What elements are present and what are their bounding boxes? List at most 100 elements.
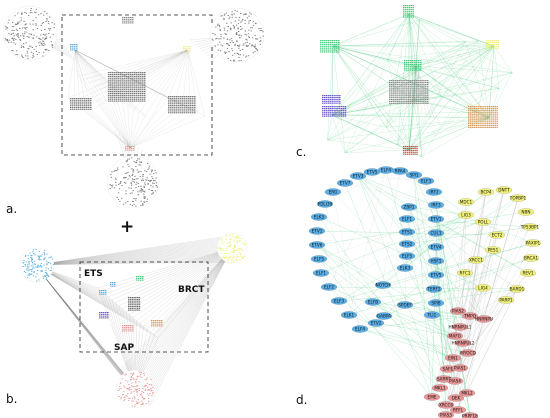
node-cell	[136, 83, 138, 85]
node-dot	[224, 253, 226, 255]
node-cell	[114, 85, 116, 87]
node-cell	[132, 92, 134, 95]
node-cell	[174, 108, 176, 110]
node-dot	[133, 385, 135, 387]
node-cell	[187, 47, 189, 49]
node-cell	[124, 77, 126, 79]
node-cell	[140, 89, 142, 91]
node-dot	[145, 403, 147, 404]
node-cell	[410, 146, 413, 148]
node-cell	[483, 107, 485, 110]
node-cell	[116, 96, 118, 98]
node-cell	[420, 65, 422, 67]
node-dot	[229, 242, 232, 243]
edge	[408, 13, 442, 97]
edge	[408, 40, 479, 151]
node-dot	[135, 379, 137, 381]
node-dot	[38, 251, 40, 253]
node-cell	[108, 94, 110, 96]
node-cell	[392, 85, 395, 87]
node-cell	[390, 97, 393, 99]
edge	[387, 59, 415, 101]
node-cell	[408, 99, 410, 101]
node-cell	[142, 92, 144, 95]
node-cell	[487, 40, 490, 42]
node-dot	[142, 190, 144, 192]
node-cell	[408, 12, 411, 14]
node-cell	[494, 115, 497, 117]
node-dot	[133, 181, 135, 183]
node-dot	[20, 46, 22, 48]
node-cell	[101, 312, 103, 314]
node-dot	[39, 266, 41, 268]
node-cell	[394, 99, 397, 101]
edge	[488, 45, 495, 119]
node-dot	[238, 247, 241, 249]
node-cell	[114, 283, 116, 285]
node-dot	[228, 245, 230, 247]
edge	[34, 264, 135, 390]
node-dot	[51, 22, 53, 24]
node-cell	[489, 41, 492, 44]
node-cell	[178, 96, 180, 98]
node-dot	[132, 170, 134, 172]
node-dot	[17, 35, 19, 37]
node-dot	[14, 43, 17, 45]
node-cell	[479, 119, 481, 121]
edge	[327, 139, 410, 151]
node-cell	[485, 111, 487, 113]
node-cell	[330, 45, 332, 47]
node-dot	[252, 52, 254, 54]
node-cell	[324, 43, 326, 45]
node-cell	[168, 97, 170, 99]
node-dot	[23, 271, 26, 272]
node-cell	[333, 96, 335, 99]
edge	[332, 45, 388, 60]
node-cell	[84, 108, 86, 110]
node-dot	[132, 178, 134, 180]
node-cell	[473, 119, 476, 121]
node-dot	[149, 389, 151, 391]
node-cell	[134, 85, 136, 87]
node-dot	[141, 400, 143, 402]
node-dot	[129, 204, 132, 206]
node-cell	[477, 115, 479, 117]
node-dot	[224, 257, 226, 259]
node-cell	[323, 113, 326, 115]
node-dot	[124, 399, 126, 401]
node-ellipse	[364, 298, 382, 306]
node-dot	[227, 259, 229, 261]
node-dot	[133, 391, 135, 393]
edge	[126, 247, 233, 381]
node-dot	[155, 177, 157, 179]
node-dot	[27, 255, 29, 257]
edge	[34, 264, 137, 391]
block-a-yellow	[183, 46, 191, 53]
node-cell	[86, 99, 88, 101]
node-pink-11: PIAS4	[446, 377, 464, 385]
node-cell	[420, 60, 422, 62]
node-label: ERG	[329, 190, 338, 195]
node-dot	[130, 182, 132, 184]
node-cell	[130, 330, 132, 332]
node-cell	[118, 89, 120, 91]
node-dot	[130, 376, 133, 377]
node-dot	[135, 183, 137, 185]
edge	[74, 49, 191, 109]
node-dot	[152, 191, 154, 193]
node-dot	[120, 181, 122, 182]
node-cell	[185, 47, 187, 49]
node-dot	[131, 374, 134, 376]
node-dot	[46, 264, 48, 265]
node-cell	[144, 92, 146, 95]
edge	[34, 264, 159, 339]
node-cell	[184, 105, 186, 107]
node-cell	[76, 105, 78, 107]
node-cell	[178, 106, 180, 108]
node-cell	[487, 121, 489, 123]
node-cell	[410, 67, 412, 69]
node-dot	[142, 388, 144, 390]
node-cell	[174, 110, 176, 112]
node-cell	[132, 325, 134, 327]
node-cell	[329, 98, 332, 100]
